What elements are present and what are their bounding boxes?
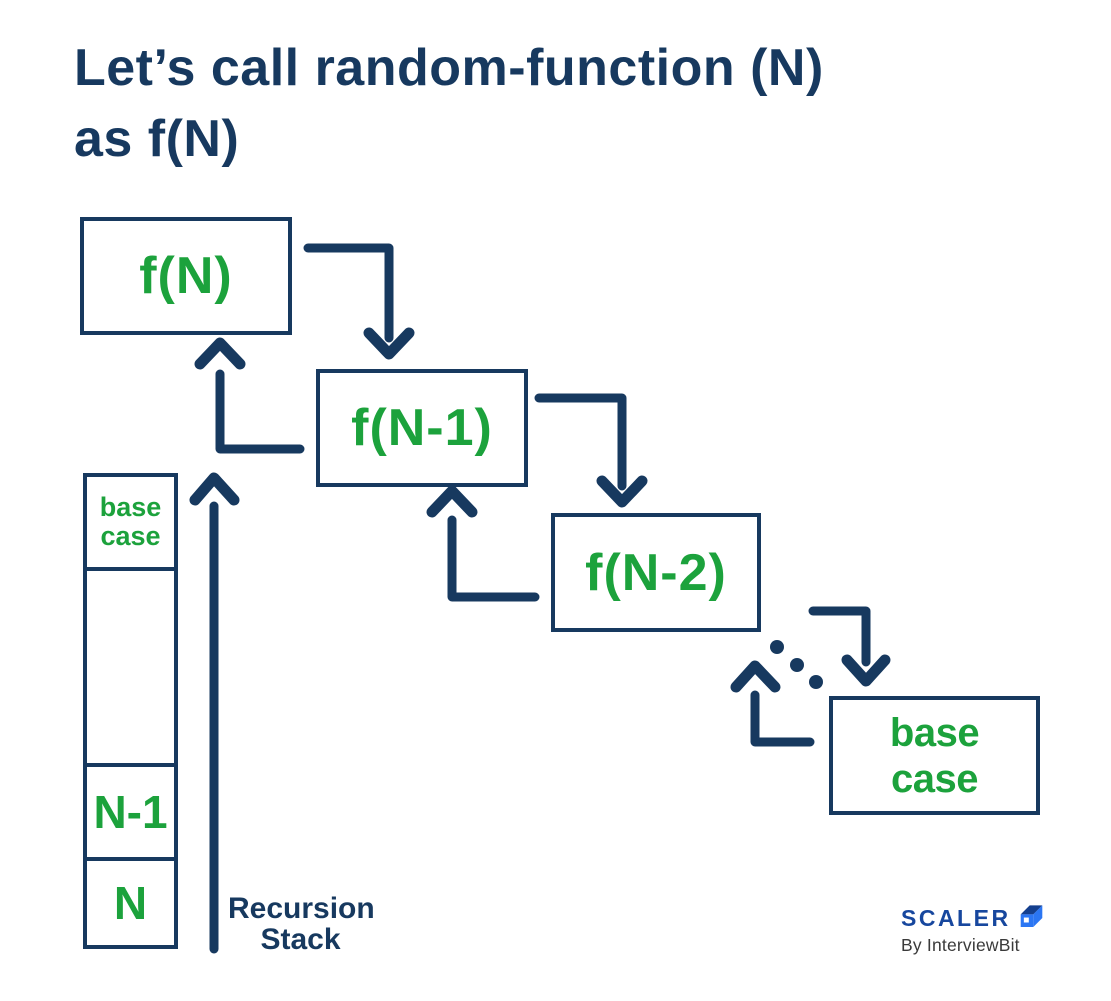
node-f-n-1-label: f(N-1) — [351, 399, 493, 457]
call-arrow-fn2-to-base — [808, 606, 891, 687]
call-arrow-fn-to-fn1 — [303, 243, 415, 360]
node-f-n-2: f(N-2) — [551, 513, 761, 632]
node-base-case: base case — [829, 696, 1040, 815]
stack-cell-n-1: N-1 — [87, 763, 174, 857]
node-f-n-1: f(N-1) — [316, 369, 528, 487]
stack-cell-n: N — [87, 857, 174, 945]
interviewbit-byline: By InterviewBit — [901, 935, 1020, 955]
arrowhead-up-icon — [194, 337, 246, 370]
scaler-wordmark: SCALER — [901, 904, 1011, 931]
recursion-stack-arrow — [189, 472, 240, 954]
scaler-cube-icon — [1020, 905, 1042, 927]
arrowhead-up-icon — [189, 472, 240, 506]
node-base-case-label: base case — [889, 710, 980, 801]
recursion-stack-caption: Recursion Stack — [228, 892, 375, 956]
return-arrow-base-up — [730, 660, 815, 747]
stack-cell-base-case: base case — [99, 492, 162, 551]
ellipsis-dots — [770, 640, 823, 689]
arrowhead-down-icon — [363, 327, 415, 360]
stack-cell-empty — [87, 567, 174, 763]
return-arrow-fn2-to-fn1 — [426, 485, 540, 602]
node-f-n-label: f(N) — [139, 247, 233, 305]
arrowhead-up-icon — [426, 485, 478, 518]
arrowhead-up-icon — [730, 660, 781, 693]
scaler-logo: SCALER By InterviewBit — [901, 904, 1061, 956]
return-arrow-fn1-to-fn — [194, 337, 305, 454]
arrowhead-down-icon — [596, 475, 648, 508]
node-f-n-2-label: f(N-2) — [585, 543, 727, 602]
call-arrow-fn1-to-fn2 — [534, 393, 648, 508]
page-title: Let’s call random-function (N) as f(N) — [74, 39, 824, 168]
arrowhead-down-icon — [841, 654, 891, 687]
recursion-stack: base case N-1 N — [83, 473, 178, 949]
node-f-n: f(N) — [80, 217, 292, 335]
